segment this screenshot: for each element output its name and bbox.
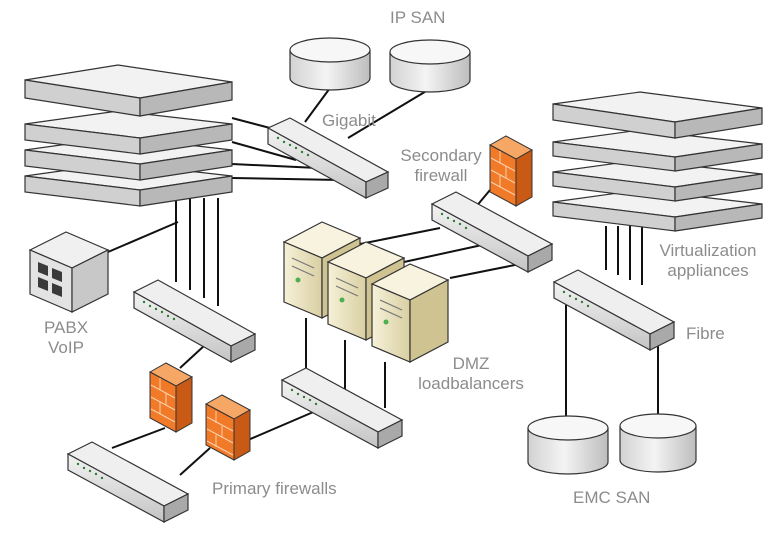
virtualization-label: Virtualization appliances [648, 241, 768, 281]
secondary-firewall [488, 135, 534, 207]
virtualization-label-line-2: appliances [667, 261, 749, 280]
ip-san-disk-1 [289, 37, 371, 91]
virtualization-label-line-1: Virtualization [659, 241, 757, 260]
gigabit-label: Gigabit [322, 111, 376, 130]
fibre-label: Fibre [686, 324, 725, 343]
pabx-label-line-1: PABX [43, 318, 89, 337]
right-rack-unit-1 [552, 91, 763, 139]
right-rack-unit-2 [552, 129, 763, 172]
pabx-device [28, 231, 110, 313]
right-rack-unit-4 [552, 189, 763, 232]
secondary-firewall-label-line-1: Secondary [400, 146, 482, 165]
secondary-firewall-label-line-2: firewall [414, 166, 468, 185]
secondary-firewall-label: Secondary firewall [395, 146, 487, 186]
dmz-loadbalancers-label: DMZ loadbalancers [414, 354, 528, 394]
left-server-rack [24, 64, 233, 207]
ip-san-disk-2 [389, 39, 471, 93]
center-left-switch [132, 279, 257, 364]
primary-firewall-1 [148, 362, 194, 433]
connection-lines [107, 87, 659, 476]
primary-firewall-2 [204, 394, 252, 461]
secondary-switch [430, 191, 554, 274]
pabx-voip-label: PABX VoIP [36, 318, 96, 358]
dmz-label-line-2: loadbalancers [418, 374, 524, 393]
right-server-rack [552, 91, 763, 232]
dmz-server-3 [370, 263, 450, 363]
fibre-switch [552, 269, 676, 352]
left-rack-unit-2 [24, 110, 233, 155]
pabx-label-line-2: VoIP [48, 338, 84, 357]
dmz-switch [280, 367, 404, 450]
dmz-label-line-1: DMZ [452, 354, 490, 373]
left-rack-unit-1 [24, 64, 233, 117]
ip-san-label: IP SAN [390, 8, 446, 27]
bottom-left-switch [66, 441, 190, 524]
gigabit-switch [266, 117, 390, 200]
primary-firewalls-label: Primary firewalls [212, 479, 337, 498]
emc-san-label: EMC SAN [573, 488, 651, 507]
right-rack-unit-3 [552, 159, 763, 202]
emc-san-disk-1 [527, 415, 609, 475]
emc-san-disk-2 [619, 413, 697, 473]
